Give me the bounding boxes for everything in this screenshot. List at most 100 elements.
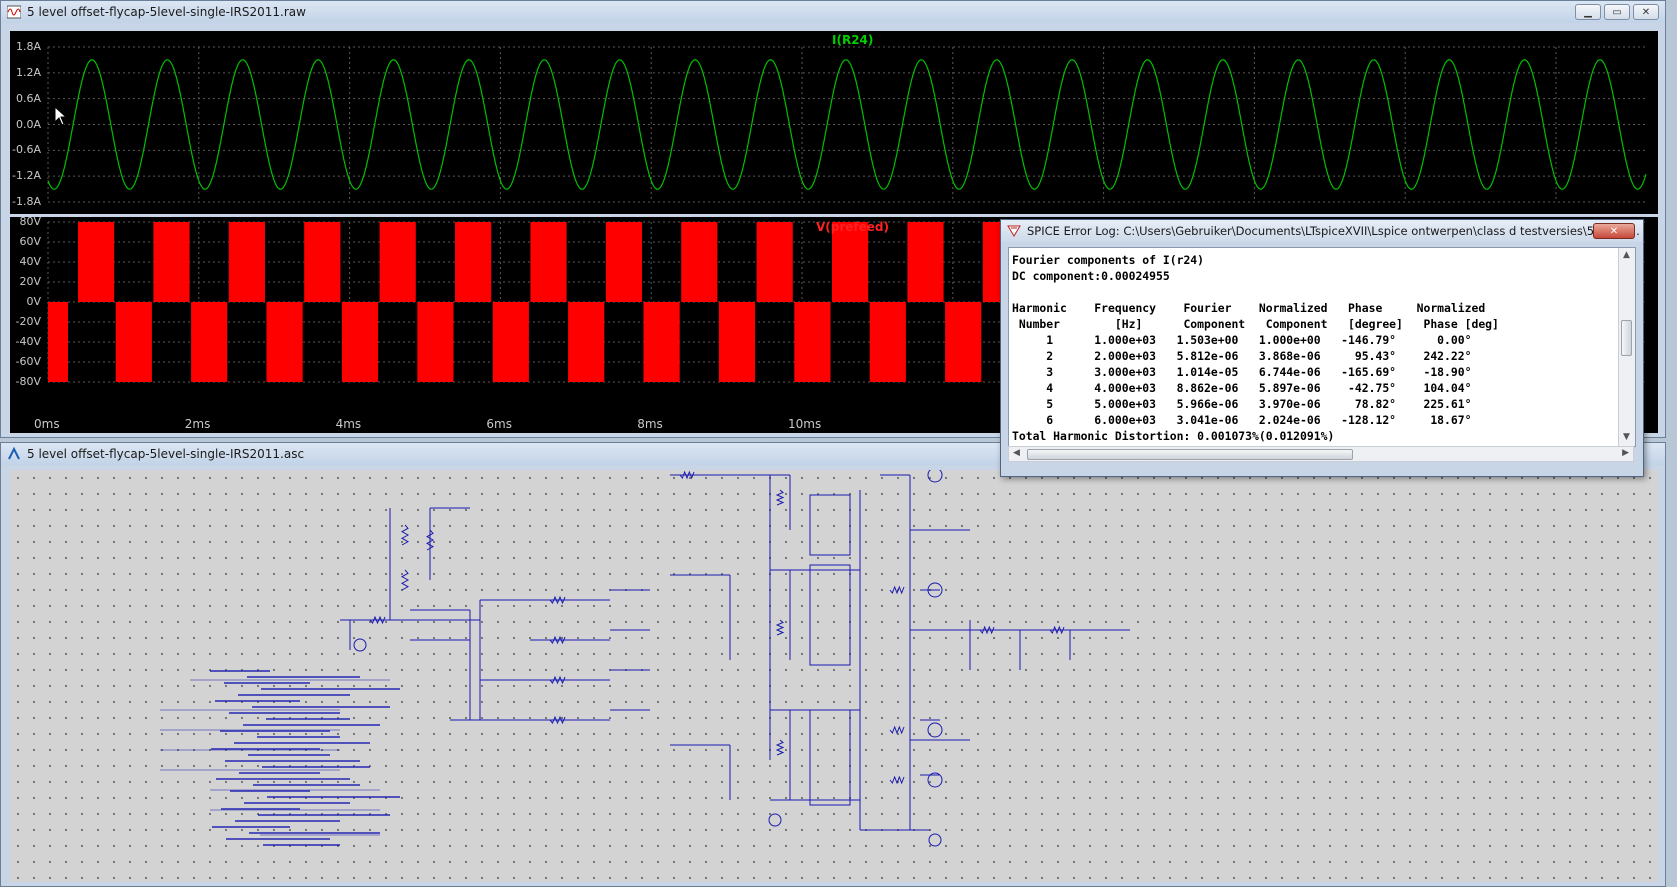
trace-v-prefeed-neg[interactable] (492, 302, 529, 382)
y-tick-label: 0.6A (15, 91, 41, 105)
trace-v-prefeed-pos[interactable] (530, 222, 567, 302)
scroll-left-icon[interactable]: ◀ (1013, 448, 1020, 458)
trace-v-prefeed-pos[interactable] (78, 222, 115, 302)
schematic-directive-text (248, 754, 330, 756)
trace-v-prefeed-neg[interactable] (568, 302, 605, 382)
trace-label-current[interactable]: I(R24) (832, 33, 874, 47)
schematic-mosfet (927, 722, 943, 738)
scroll-up-icon[interactable]: ▲ (1623, 250, 1630, 260)
log-line: Total Harmonic Distortion: 0.001073%(0.0… (1012, 429, 1335, 443)
trace-v-prefeed-neg[interactable] (945, 302, 982, 382)
y-tick-label: 40V (19, 255, 41, 268)
vertical-scrollbar[interactable]: ▲ ▼ (1618, 248, 1635, 446)
minimize-button[interactable]: ▁ (1575, 4, 1601, 20)
trace-v-prefeed-pos[interactable] (304, 222, 341, 302)
spice-error-log-window[interactable]: SPICE Error Log: C:\Users\Gebruiker\Docu… (1000, 219, 1644, 477)
trace-v-prefeed-neg[interactable] (341, 302, 379, 382)
log-line: Fourier components of I(r24) (1012, 253, 1205, 267)
schematic-source (928, 833, 942, 847)
trace-v-prefeed-neg[interactable] (718, 302, 756, 382)
close-button[interactable]: ✕ (1633, 4, 1659, 20)
trace-v-prefeed-neg[interactable] (417, 302, 454, 382)
schematic-window[interactable]: 5 level offset-flycap-5level-single-IRS2… (0, 442, 1666, 887)
y-tick-label: -20V (15, 315, 42, 328)
schematic-resistor (369, 615, 386, 625)
schematic-directive-text (224, 682, 310, 684)
horizontal-scroll-thumb[interactable] (1027, 449, 1353, 460)
x-tick-label: 6ms (486, 417, 512, 431)
log-line: DC component:0.00024955 (1012, 269, 1170, 283)
schematic-source (353, 638, 367, 652)
error-log-text-area[interactable]: Fourier components of I(r24) DC component… (1008, 247, 1636, 447)
schematic-resistor (889, 725, 905, 735)
log-line (1012, 284, 1499, 300)
schematic-directive-text (221, 808, 300, 810)
y-tick-label: -1.2A (12, 169, 41, 183)
trace-v-prefeed-pos[interactable] (455, 222, 492, 302)
waveform-titlebar[interactable]: 5 level offset-flycap-5level-single-IRS2… (1, 1, 1665, 23)
schematic-directive-text (266, 718, 350, 720)
x-tick-label: 0ms (34, 417, 60, 431)
y-tick-label: 60V (19, 235, 41, 248)
y-tick-label: 1.8A (15, 40, 41, 53)
schematic-directive-text (211, 748, 320, 750)
y-tick-label: 80V (19, 215, 41, 228)
schematic-resistor (549, 595, 566, 605)
schematic-directive-text (262, 766, 370, 768)
schematic-resistor (775, 739, 785, 756)
schematic-resistor (889, 585, 905, 595)
scroll-down-icon[interactable]: ▼ (1623, 432, 1630, 442)
schematic-drawing[interactable] (10, 467, 1658, 882)
schematic-resistor (549, 715, 566, 725)
schematic-directive-text (258, 814, 390, 816)
schematic-directive-text (226, 838, 330, 840)
vertical-scroll-thumb[interactable] (1621, 320, 1632, 356)
trace-v-prefeed-pos[interactable] (832, 222, 869, 302)
error-log-titlebar[interactable]: SPICE Error Log: C:\Users\Gebruiker\Docu… (1001, 220, 1643, 242)
trace-v-prefeed-neg[interactable] (191, 302, 228, 382)
y-tick-label: 0V (26, 295, 41, 308)
trace-v-prefeed-pos[interactable] (681, 222, 718, 302)
plot-pane-current[interactable] (10, 31, 1658, 214)
schematic-directive-text (230, 790, 310, 792)
scroll-right-icon[interactable]: ▶ (1622, 448, 1629, 458)
schematic-app-icon (8, 447, 20, 460)
y-tick-label: 1.2A (15, 65, 41, 79)
schematic-resistor (889, 775, 905, 785)
error-log-close-button[interactable]: ✕ (1593, 223, 1635, 239)
trace-v-prefeed-neg[interactable] (115, 302, 152, 382)
schematic-directive-text (215, 700, 300, 702)
schematic-ic (809, 564, 851, 666)
x-tick-label: 4ms (335, 417, 362, 431)
schematic-directive-text (235, 820, 340, 822)
schematic-ic (809, 494, 851, 556)
trace-i-r24[interactable] (47, 59, 1647, 190)
trace-v-prefeed-neg[interactable] (869, 302, 906, 382)
schematic-resistor (549, 675, 566, 685)
trace-v-prefeed-neg[interactable] (48, 302, 68, 382)
trace-v-prefeed-neg[interactable] (266, 302, 303, 382)
trace-v-prefeed-neg[interactable] (794, 302, 831, 382)
spice-log-icon (1007, 225, 1021, 237)
trace-v-prefeed-pos[interactable] (228, 222, 265, 302)
schematic-directive-text (257, 736, 340, 738)
trace-v-prefeed-pos[interactable] (153, 222, 190, 302)
schematic-directive-text (263, 844, 340, 846)
schematic-directive-text (244, 802, 350, 804)
trace-label-voltage[interactable]: V(prefeed) (816, 220, 889, 234)
schematic-directive-text (210, 670, 270, 672)
trace-v-prefeed-pos[interactable] (379, 222, 416, 302)
trace-v-prefeed-pos[interactable] (756, 222, 793, 302)
y-tick-label: -80V (15, 375, 42, 388)
schematic-canvas[interactable] (10, 467, 1658, 882)
mouse-cursor-icon (54, 106, 68, 126)
fourier-report: Fourier components of I(r24) DC component… (1012, 252, 1499, 444)
horizontal-scrollbar[interactable]: ◀ ▶ (1008, 446, 1634, 462)
maximize-button[interactable]: ▭ (1604, 4, 1630, 20)
trace-v-prefeed-pos[interactable] (605, 222, 642, 302)
schematic-directive-text (229, 712, 340, 714)
trace-v-prefeed-pos[interactable] (907, 222, 944, 302)
log-line: 4 4.000e+03 8.862e-06 5.897e-06 -42.75° … (1012, 381, 1472, 395)
y-tick-label: -60V (15, 355, 42, 368)
trace-v-prefeed-neg[interactable] (643, 302, 680, 382)
